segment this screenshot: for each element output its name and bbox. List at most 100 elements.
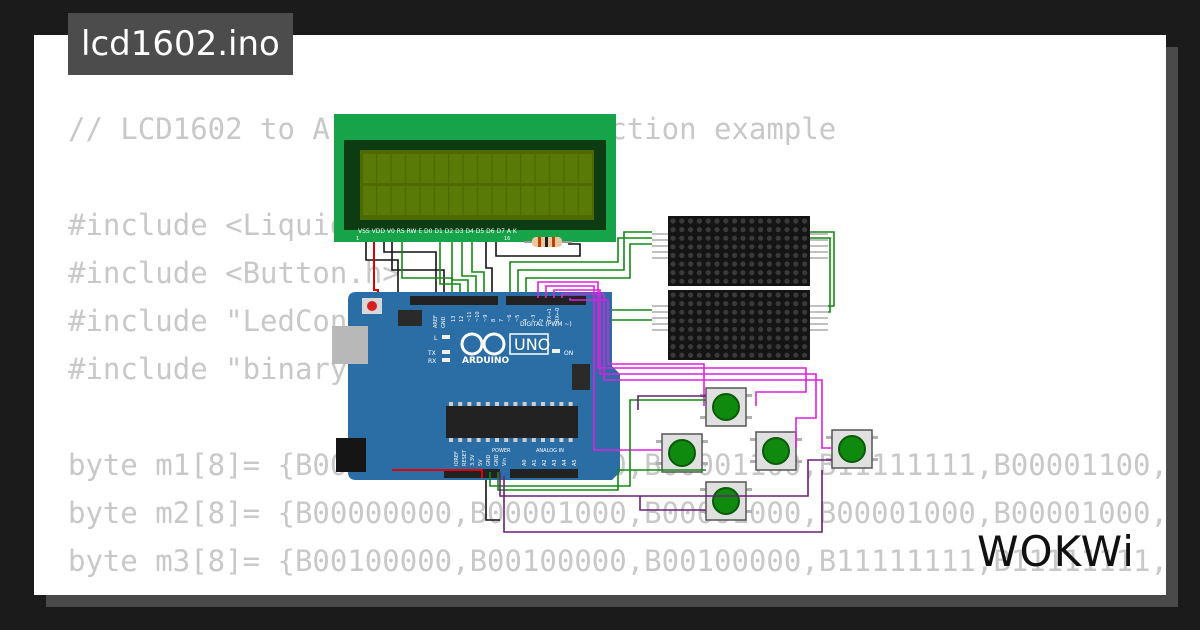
lcd-char-cell	[377, 186, 391, 215]
reset-button[interactable]	[367, 301, 377, 311]
button-leg	[700, 488, 708, 491]
lcd-char-cell	[377, 154, 391, 183]
wire	[499, 459, 832, 497]
lcd-char-cell	[492, 186, 506, 215]
wire	[485, 238, 493, 298]
led-dot	[749, 235, 755, 241]
led-dot	[670, 352, 676, 358]
led-dot	[749, 326, 755, 332]
button-cap[interactable]	[712, 487, 740, 515]
led-dot	[705, 227, 711, 233]
lcd-char-cell	[535, 154, 549, 183]
chip-pin	[568, 438, 573, 442]
led-dot	[714, 235, 720, 241]
led-dot	[802, 335, 808, 341]
pin-label: ~11	[467, 311, 473, 322]
icsp-header	[398, 310, 422, 326]
led-dot	[793, 335, 799, 341]
led-dot	[793, 344, 799, 350]
pushbutton[interactable]	[700, 481, 752, 521]
led-dot	[688, 235, 694, 241]
pushbutton[interactable]	[700, 387, 752, 427]
lcd-char-cell	[463, 154, 477, 183]
led-dot	[775, 235, 781, 241]
header-digital-high	[410, 296, 498, 305]
led-matrix[interactable]	[668, 216, 740, 286]
pushbutton[interactable]	[750, 431, 802, 471]
chip-pin	[531, 438, 536, 442]
lcd-char-cell	[550, 186, 564, 215]
wire	[497, 469, 706, 491]
led-matrix[interactable]	[668, 290, 740, 360]
led-dot	[714, 278, 720, 284]
lcd1602-module[interactable]: VSS VDD V0 RS RW E D0 D1 D2 D3 D4 D5 D6 …	[334, 114, 616, 242]
led-matrix[interactable]	[738, 290, 810, 360]
led-dot	[705, 301, 711, 307]
led-dot	[696, 235, 703, 241]
button-cap[interactable]	[762, 437, 790, 465]
led-dot	[688, 352, 694, 358]
led-dot	[740, 292, 746, 298]
chip-pin	[485, 438, 490, 442]
led-dot	[784, 227, 790, 233]
led-dot	[679, 278, 685, 284]
resistor-band-3	[552, 237, 555, 247]
led-dot	[766, 244, 773, 250]
led-dot	[775, 318, 781, 324]
led-dot	[723, 218, 729, 224]
led-dot	[696, 218, 703, 224]
led-dot	[749, 352, 755, 358]
led-dot	[775, 252, 781, 258]
pushbutton[interactable]	[656, 433, 708, 473]
led-dot	[714, 344, 720, 350]
led-dot	[766, 309, 773, 315]
led-dot	[784, 252, 790, 258]
led-dot	[732, 270, 738, 276]
led-dot	[670, 227, 676, 233]
led-dot	[679, 318, 685, 324]
wire	[383, 238, 437, 298]
pin-label: 13	[451, 316, 457, 322]
led-matrix[interactable]	[738, 216, 810, 286]
led-dot	[679, 227, 685, 233]
led-dot	[766, 352, 773, 358]
chip-pin	[476, 438, 481, 442]
led-dot	[688, 292, 694, 298]
lcd-char-cell	[550, 154, 564, 183]
button-leg	[750, 438, 758, 441]
rx-led-label: RX	[428, 358, 436, 365]
pushbutton[interactable]	[826, 429, 878, 469]
led-dot	[696, 278, 703, 284]
button-cap[interactable]	[838, 435, 866, 463]
led-dot	[670, 344, 676, 350]
led-dot	[670, 270, 676, 276]
wire	[471, 238, 485, 298]
arduino-uno-board[interactable]: ARDUINO UNO DIGITAL (PWM ~) POWER ANALOG…	[332, 292, 620, 480]
chip-pin	[541, 402, 545, 406]
chip-pin	[522, 438, 527, 442]
resistor[interactable]	[524, 237, 572, 247]
led-dot	[696, 344, 703, 350]
led-dot	[679, 335, 685, 341]
led-dot	[766, 227, 773, 233]
led-dot	[784, 261, 790, 267]
led-dot	[732, 292, 738, 298]
led-matrix-group[interactable]	[652, 216, 828, 360]
led-dot	[714, 326, 720, 332]
button-cap[interactable]	[668, 439, 696, 467]
led-dot	[679, 244, 685, 250]
led-dot	[688, 244, 694, 250]
led-dot	[688, 335, 694, 341]
led-dot	[766, 326, 773, 332]
led-dot	[793, 244, 799, 250]
led-dot	[740, 278, 746, 284]
led-dot	[670, 318, 676, 324]
on-led	[552, 349, 560, 353]
pin-label: A4	[562, 459, 568, 466]
pin-label: GND	[494, 454, 500, 466]
button-cap[interactable]	[712, 393, 740, 421]
pushbutton-group[interactable]	[656, 387, 878, 521]
button-leg	[870, 458, 878, 461]
led-dot	[723, 335, 729, 341]
led-dot	[749, 318, 755, 324]
